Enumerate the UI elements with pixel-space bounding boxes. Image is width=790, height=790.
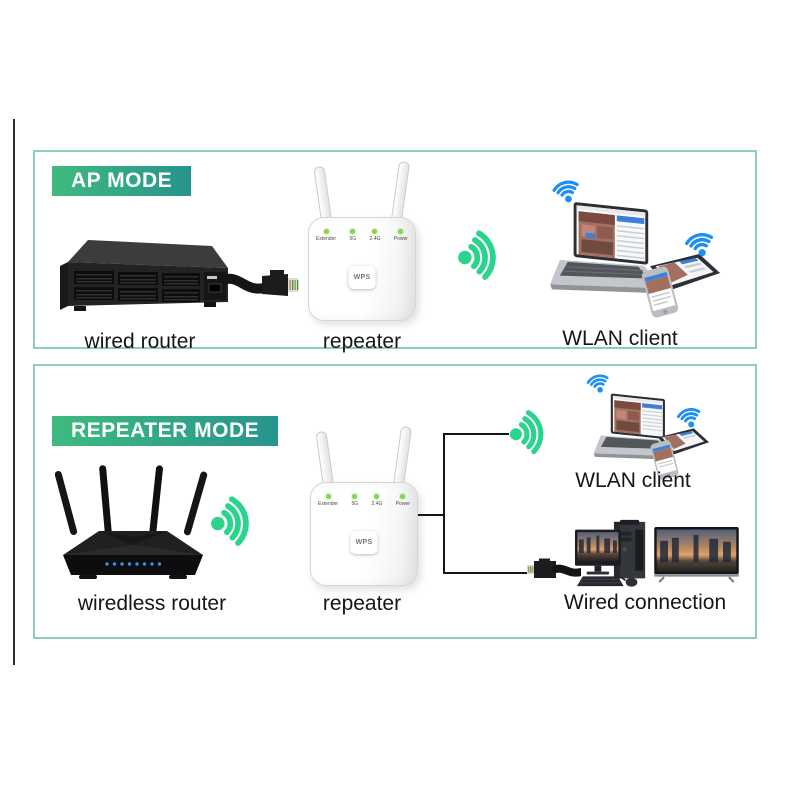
ap-mode-badge: AP MODE: [52, 166, 192, 196]
connector-line-vertical: [443, 433, 445, 574]
led-dot: [352, 494, 358, 499]
tv-illustration: [654, 527, 739, 583]
wifi-signal-green-icon: [509, 410, 544, 455]
wlan-client-label: WLAN client: [562, 327, 678, 350]
wps-button: WPS: [348, 266, 376, 289]
wps-button: WPS: [350, 531, 378, 554]
wireless-router-label: wiredless router: [77, 592, 227, 615]
repeater-device: Extender 5G 2.4G Power WPS: [310, 425, 418, 588]
wifi-signal-blue-icon: [685, 233, 714, 257]
repeater-label: repeater: [322, 330, 402, 353]
led-extender: Extender: [318, 494, 338, 507]
led-dot: [350, 229, 356, 234]
led-power: Power: [396, 494, 410, 507]
desktop-pc-illustration: [575, 519, 646, 587]
repeater-led-row: Extender 5G 2.4G Power: [316, 229, 408, 242]
left-vertical-rule: [13, 119, 15, 665]
led-5g: 5G: [351, 494, 358, 507]
led-5g: 5G: [349, 229, 356, 242]
laptop-illustration: [593, 393, 675, 460]
wireless-router-illustration: [55, 465, 208, 579]
repeater-label: repeater: [322, 592, 402, 615]
ethernet-connector-icon: [527, 558, 581, 578]
led-dot: [400, 494, 406, 499]
led-power: Power: [394, 229, 408, 242]
wired-router-illustration: [60, 240, 228, 311]
led-dot: [325, 494, 331, 499]
led-2-4g: 2.4G: [372, 494, 382, 507]
connector-line-stub: [418, 514, 445, 516]
led-dot: [398, 229, 404, 234]
wifi-signal-green-icon: [211, 496, 249, 546]
smartphone-illustration: [650, 440, 679, 480]
wifi-signal-green-icon: [458, 230, 496, 280]
laptop-illustration: [550, 202, 662, 294]
repeater-device: Extender 5G 2.4G Power WPS: [308, 160, 416, 323]
router-led-row: [105, 562, 162, 566]
connector-line-bottom: [445, 572, 533, 574]
wifi-signal-blue-icon: [586, 374, 609, 393]
led-extender: Extender: [316, 229, 336, 242]
connector-line-top: [445, 433, 509, 435]
led-dot: [323, 229, 329, 234]
wifi-signal-blue-icon: [552, 180, 579, 203]
repeater-body: Extender 5G 2.4G Power WPS: [310, 482, 418, 586]
wifi-signal-blue-icon: [676, 408, 701, 428]
ethernet-cable-icon: [222, 270, 299, 296]
wired-connection-label: Wired connection: [563, 591, 727, 614]
smartphone-illustration: [641, 266, 679, 318]
led-dot: [372, 229, 378, 234]
repeater-body: Extender 5G 2.4G Power WPS: [308, 217, 416, 321]
vent-grilles: [74, 271, 200, 302]
repeater-led-row: Extender 5G 2.4G Power: [318, 494, 410, 507]
wired-router-label: wired router: [84, 330, 196, 353]
wlan-client-label: WLAN client: [575, 469, 691, 492]
repeater-mode-badge: REPEATER MODE: [52, 416, 279, 446]
led-2-4g: 2.4G: [370, 229, 380, 242]
led-dot: [374, 494, 380, 499]
